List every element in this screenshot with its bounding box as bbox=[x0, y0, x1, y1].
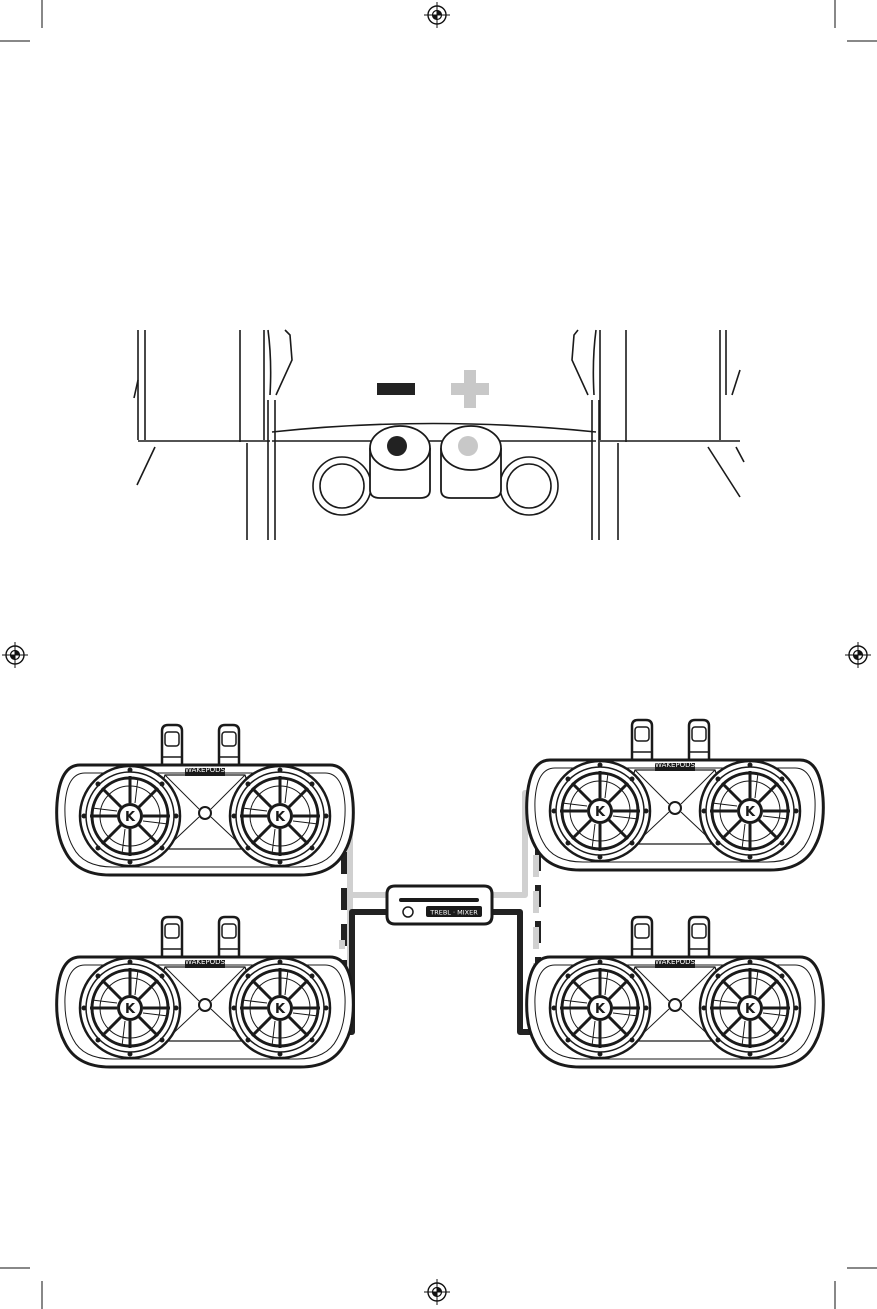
registration-mark-left bbox=[2, 642, 28, 668]
speaker-pod-bottom-left bbox=[57, 917, 354, 1067]
pod-logo-text: WAKEPODS bbox=[655, 958, 695, 966]
pod-logo-text: WAKEPODS bbox=[185, 958, 225, 966]
speaker-pod-top-right bbox=[527, 720, 824, 870]
negative-terminal bbox=[370, 426, 430, 498]
amplifier-unit: TREBL · MIXER bbox=[387, 886, 492, 924]
pod-logo-text: WAKEPODS bbox=[185, 766, 225, 774]
negative-symbol bbox=[377, 383, 415, 395]
registration-mark-top bbox=[424, 2, 450, 28]
positive-symbol bbox=[451, 370, 489, 408]
registration-mark-bottom bbox=[424, 1279, 450, 1305]
amplifier-label: TREBL · MIXER bbox=[429, 909, 478, 917]
terminal-detail bbox=[134, 330, 744, 540]
registration-mark-right bbox=[845, 642, 871, 668]
positive-terminal bbox=[441, 426, 501, 498]
pod-logo-text: WAKEPODS bbox=[655, 761, 695, 769]
speaker-pod-top-left bbox=[57, 725, 354, 875]
speaker-pod-bottom-right bbox=[527, 917, 824, 1067]
